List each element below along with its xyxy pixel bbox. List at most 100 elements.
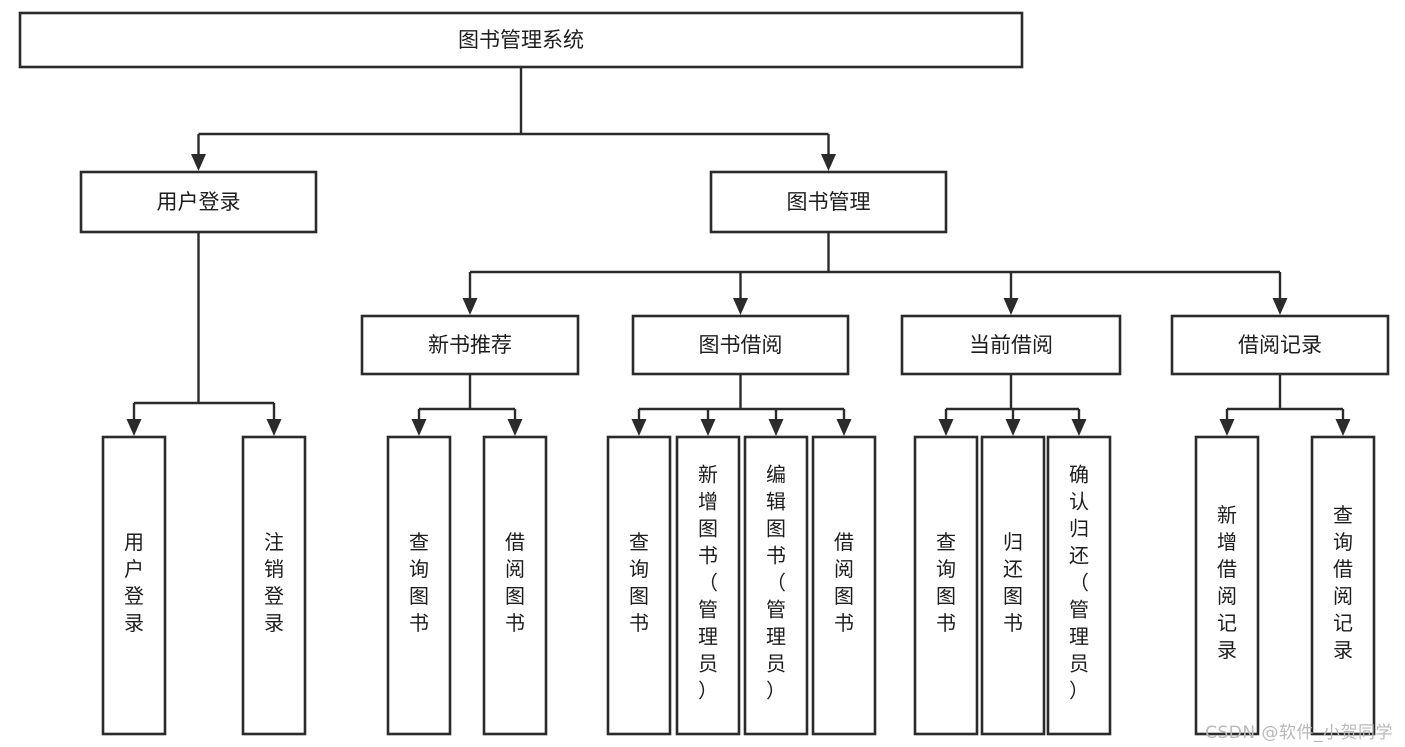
arrow-head-icon xyxy=(938,419,954,436)
node-label-char: 查 xyxy=(409,530,429,554)
node-label-char: 录 xyxy=(1333,638,1353,662)
edge-group xyxy=(631,374,852,436)
node-label: 新书推荐 xyxy=(428,333,512,357)
node-box[interactable] xyxy=(811,435,877,736)
arrow-head-icon xyxy=(1272,298,1288,315)
node-label-char: 员 xyxy=(766,652,786,676)
node-label-char: 归 xyxy=(1069,517,1089,541)
node-label-char: 认 xyxy=(1069,490,1089,514)
arrow-head-icon xyxy=(266,419,282,436)
node-leaf-login-1[interactable]: 用户登录 xyxy=(101,435,167,736)
node-label: 图书管理 xyxy=(787,190,871,214)
node-label-char: 销 xyxy=(264,557,284,581)
node-label-char: 借 xyxy=(505,530,525,554)
node-box[interactable] xyxy=(1310,435,1376,736)
node-label-char: 借 xyxy=(834,530,854,554)
node-label: 图书管理系统 xyxy=(458,28,584,52)
node-label-char: 增 xyxy=(698,490,718,514)
arrow-head-icon xyxy=(1335,419,1351,436)
node-label-char: 辑 xyxy=(766,490,786,514)
node-root[interactable]: 图书管理系统 xyxy=(18,11,1024,69)
node-label-char: 编 xyxy=(766,463,786,487)
node-label-char: 录 xyxy=(124,611,144,635)
node-box[interactable] xyxy=(1170,314,1390,376)
node-box[interactable] xyxy=(980,435,1046,736)
arrow-head-icon xyxy=(411,419,427,436)
node-label-char: 查 xyxy=(629,530,649,554)
node-label-char: 借 xyxy=(1333,557,1353,581)
node-bookmgmt[interactable]: 图书管理 xyxy=(709,170,948,234)
node-label-char: 还 xyxy=(1069,544,1089,568)
node-box[interactable] xyxy=(101,435,167,736)
node-label-char: ） xyxy=(698,679,718,703)
node-label-char: 管 xyxy=(1069,598,1089,622)
node-label-char: 阅 xyxy=(834,557,854,581)
node-box[interactable] xyxy=(482,435,548,736)
node-label-char: ） xyxy=(1069,679,1089,703)
node-box[interactable] xyxy=(241,435,307,736)
node-label-char: 书 xyxy=(936,611,956,635)
node-label-char: （ xyxy=(766,571,786,595)
node-label-char: 记 xyxy=(1217,611,1237,635)
node-label-char: 录 xyxy=(264,611,284,635)
node-label-char: 员 xyxy=(1069,652,1089,676)
node-box[interactable] xyxy=(1194,435,1260,736)
node-label-char: 阅 xyxy=(505,557,525,581)
node-box[interactable] xyxy=(631,314,850,376)
node-label-char: 记 xyxy=(1333,611,1353,635)
node-box[interactable] xyxy=(900,314,1122,376)
edge-group xyxy=(938,374,1087,436)
node-label-char: （ xyxy=(1069,571,1089,595)
node-box[interactable] xyxy=(606,435,672,736)
node-current[interactable]: 当前借阅 xyxy=(900,314,1122,376)
node-box[interactable] xyxy=(913,435,979,736)
node-label-char: （ xyxy=(698,571,718,595)
node-label-char: 阅 xyxy=(1333,584,1353,608)
arrow-head-icon xyxy=(1003,298,1019,315)
node-records[interactable]: 借阅记录 xyxy=(1170,314,1390,376)
node-label-char: 户 xyxy=(124,557,144,581)
node-box[interactable] xyxy=(1046,435,1112,736)
node-label-char: 查 xyxy=(936,530,956,554)
node-label-char: 新 xyxy=(1217,503,1237,527)
node-label-char: 员 xyxy=(698,652,718,676)
arrow-head-icon xyxy=(768,419,784,436)
node-box[interactable] xyxy=(79,170,318,234)
watermark-label: CSDN @软件_小贺同学 xyxy=(1205,723,1393,743)
node-box[interactable] xyxy=(18,11,1024,69)
node-login[interactable]: 用户登录 xyxy=(79,170,318,234)
arrow-head-icon xyxy=(836,419,852,436)
arrow-head-icon xyxy=(1071,419,1087,436)
node-label-char: 书 xyxy=(629,611,649,635)
edge-group xyxy=(191,67,836,171)
node-label-char: 新 xyxy=(698,463,718,487)
node-borrow[interactable]: 图书借阅 xyxy=(631,314,850,376)
arrow-head-icon xyxy=(191,154,206,171)
node-newbook[interactable]: 新书推荐 xyxy=(360,314,580,376)
node-label-char: 确 xyxy=(1069,463,1089,487)
node-label-char: 询 xyxy=(629,557,649,581)
node-label-char: 询 xyxy=(936,557,956,581)
node-label-char: 图 xyxy=(409,584,429,608)
node-box[interactable] xyxy=(675,435,741,736)
node-box[interactable] xyxy=(386,435,452,736)
node-box[interactable] xyxy=(743,435,809,736)
node-label-char: 还 xyxy=(1003,557,1023,581)
node-label-char: 书 xyxy=(505,611,525,635)
node-box[interactable] xyxy=(360,314,580,376)
node-box[interactable] xyxy=(709,170,948,234)
node-label-char: 用 xyxy=(124,530,144,554)
